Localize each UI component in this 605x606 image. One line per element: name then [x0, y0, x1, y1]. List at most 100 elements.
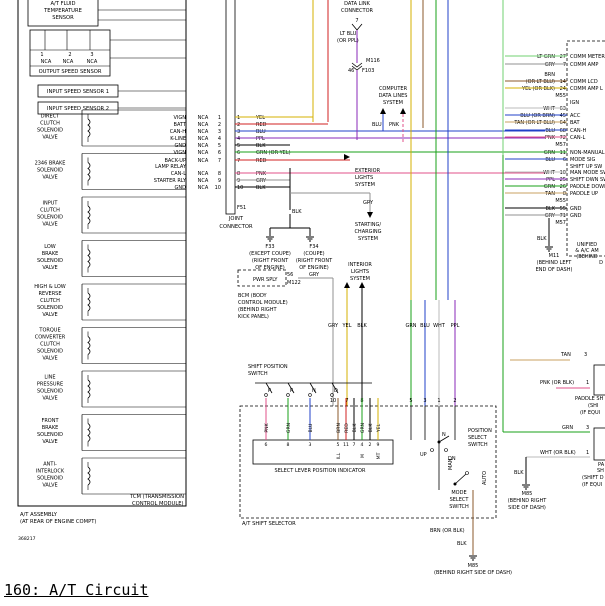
dlc-pin: 7 [355, 18, 358, 24]
ps-label-1: POSITION [468, 428, 492, 434]
position-select-switch-icon [430, 435, 450, 452]
f103-label: F103 [362, 68, 374, 74]
solenoid-coil-icon [87, 466, 91, 486]
jc-right-pin: 6 [237, 150, 240, 156]
switch-contact-icon [330, 393, 334, 397]
rc-pin: 10 [560, 170, 566, 176]
rc-pin: 64 [560, 120, 566, 126]
selector-top-labels: GRY10YEL7BLK8GRN5BLU3WHT1PPL2 [328, 323, 460, 404]
solenoid-label: LOW [44, 244, 56, 250]
paddle-up-switch-box [593, 364, 605, 396]
paddle-dn-2: SH [597, 468, 604, 474]
solenoid-label: VALVE [42, 439, 57, 445]
rc-wire: BRN [544, 72, 555, 78]
solenoid-coil-icon [87, 162, 91, 181]
sel-bottom-pin: 5 [337, 442, 340, 448]
starting-arrow-icon [367, 212, 373, 218]
fluid-temp-label-1: A/T FLUID [50, 1, 75, 7]
jc-right-pin: 9 [237, 178, 240, 184]
solenoid-label: VALVE [42, 175, 57, 181]
jc-right-pin: 7 [237, 158, 240, 164]
rc-label: SHIFT DWN SW [570, 177, 605, 183]
rc-label: COMM AMP [570, 62, 598, 68]
grn-label: GRN [562, 425, 573, 431]
rc-label: MAN MODE SW [570, 170, 605, 176]
paddle-up-1: PADDLE SH [575, 396, 604, 402]
solenoid-label: HIGH & LOW [34, 284, 65, 290]
sel-bottom-wire: RED [344, 423, 350, 433]
rc-wire: WHT [543, 170, 556, 176]
rc-pin: M57 [555, 220, 566, 226]
paddle-dn-1: PA [598, 462, 605, 468]
ms-label-2: SELECT [450, 497, 470, 503]
dlc-wire-1: LT BLU [340, 31, 357, 37]
jc-wire: BLU [256, 129, 266, 135]
rc-label: PADDLE DOWN [570, 184, 605, 190]
sel-bottom-pin: 11 [343, 442, 349, 448]
jc-signal: VIGN [173, 115, 186, 121]
fluid-temp-label-2: TEMPERATURE [43, 8, 82, 14]
solenoid-label: VALVE [42, 396, 57, 402]
f34-label-2: (COUPE) [303, 251, 324, 257]
jc-right-pin: 4 [237, 136, 240, 142]
m85-left-blk: BLK [514, 470, 524, 476]
tcm-box [17, 0, 187, 507]
jc-nca: NCA [198, 129, 209, 135]
solenoid-label: TORQUE [38, 328, 60, 334]
rc-pin: 27 [560, 54, 566, 60]
rc-wire: TAN (OR LT BLU) [513, 120, 555, 126]
jc-pin: 4 [218, 136, 221, 142]
rc-pin: 26 [560, 184, 566, 190]
jc-pin: 8 [218, 171, 221, 177]
interior-label-1: INTERIOR [348, 262, 372, 268]
bcm-pwr-label: PWR SPLY [253, 277, 278, 283]
solenoid-coil-icon [87, 379, 91, 399]
m11-label-3: END OF DASH) [536, 267, 573, 273]
out-pin-1: 1 [40, 52, 43, 58]
sel-bottom-sig: ILL [336, 452, 342, 459]
sel-top-wire: GRY [328, 323, 339, 329]
jc-pin: 2 [218, 122, 221, 128]
ext-label-3: SYSTEM [355, 182, 375, 188]
sel-bottom-wire: BRN [336, 423, 342, 433]
ground-f34-icon [306, 236, 314, 242]
solenoid-label: SOLENOID [37, 258, 63, 264]
ms-label-1: MODE [451, 490, 466, 496]
jc-signal: VIGN [173, 150, 186, 156]
jc-wire: BLK [256, 143, 266, 149]
output-speed-label: OUTPUT SPEED SENSOR [39, 69, 102, 75]
interior-label-2: LIGHTS [351, 269, 369, 275]
jc-right-pin: 1 [237, 115, 240, 121]
rc-label: COMM AMP L [570, 86, 603, 92]
rc-pin: 71 [560, 213, 566, 219]
jc-signal: GND [175, 143, 187, 149]
out-pin-3: 3 [90, 52, 93, 58]
solenoid-label: SOLENOID [37, 349, 63, 355]
ground-m11-icon [545, 246, 553, 252]
solenoid-coil-icon [87, 205, 91, 225]
ms-label-3: SWITCH [449, 504, 469, 510]
bcm-line-4: KICK PANEL) [238, 314, 269, 320]
solenoid-label: VALVE [42, 222, 57, 228]
sel-bottom-wire: BLU [308, 424, 314, 433]
out-pin-2: 2 [68, 52, 71, 58]
ps-label-2: SELECT [468, 435, 488, 441]
wht-label: WHT (OR BLK) [540, 450, 576, 456]
sel-top-wire: PPL [451, 323, 460, 329]
paddle-up-3: (IF EQUI [580, 410, 600, 416]
solenoid-label: SOLENOID [37, 215, 63, 221]
solenoid-label: DIRECT [41, 114, 60, 120]
rc-label: MODE SIG [570, 157, 595, 163]
jc-signal: K-LINE [170, 136, 186, 142]
jc-signal: GND [175, 185, 187, 191]
rc-wire: GRN [544, 184, 555, 190]
indicator-label: SELECT LEVER POSITION INDICATOR [275, 468, 366, 474]
bcm-pwr-wire: GRY [309, 272, 320, 278]
solenoid-label: BRAKE [42, 251, 59, 257]
sel-bottom-wire: PNK [264, 422, 270, 432]
input-speed-1-label: INPUT SPEED SENSOR 1 [47, 89, 109, 95]
jc-wire: GRN (OR YEL) [256, 150, 291, 156]
jc-pin: 3 [218, 129, 221, 135]
